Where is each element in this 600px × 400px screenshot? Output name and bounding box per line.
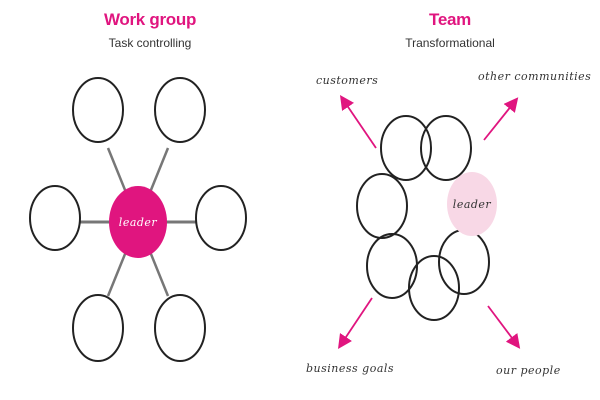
member-circle-left xyxy=(29,185,81,251)
team-member-circle-3 xyxy=(356,173,408,239)
work-group-diagram: leader xyxy=(29,77,247,362)
team-member-circle-6 xyxy=(438,229,490,295)
team-member-circle-5 xyxy=(408,255,460,321)
member-circle-top-left xyxy=(72,77,124,143)
arrow-bottom-right xyxy=(487,305,521,349)
member-circle-top-right xyxy=(154,77,206,143)
work-group-subtitle: Task controlling xyxy=(108,36,192,50)
work-group-leader-label: leader xyxy=(119,216,158,229)
member-circle-bottom-left xyxy=(72,294,124,362)
label-customers: customers xyxy=(316,74,378,87)
team-leader-label: leader xyxy=(453,198,492,211)
team-member-circle-2 xyxy=(420,115,472,181)
label-other-communities: other communities xyxy=(478,70,591,83)
arrow-top-left xyxy=(339,95,377,149)
team-title: Team xyxy=(429,10,471,29)
team-member-circle-1 xyxy=(380,115,432,181)
arrow-top-right xyxy=(483,97,519,141)
member-circle-right xyxy=(195,185,247,251)
team-subtitle: Transformational xyxy=(405,36,495,50)
work-group-title: Work group xyxy=(103,10,197,29)
team-leader-circle xyxy=(447,172,497,236)
arrow-bottom-left xyxy=(338,297,373,349)
label-our-people: our people xyxy=(496,364,561,377)
member-circle-bottom-right xyxy=(154,294,206,362)
leader-circle xyxy=(109,186,167,258)
team-diagram: customers other communities business goa… xyxy=(306,70,591,377)
team-panel: Team Transformational customers other co… xyxy=(300,0,600,400)
label-business-goals: business goals xyxy=(306,362,394,375)
work-group-panel: Work group Task controlling leader xyxy=(29,10,247,362)
